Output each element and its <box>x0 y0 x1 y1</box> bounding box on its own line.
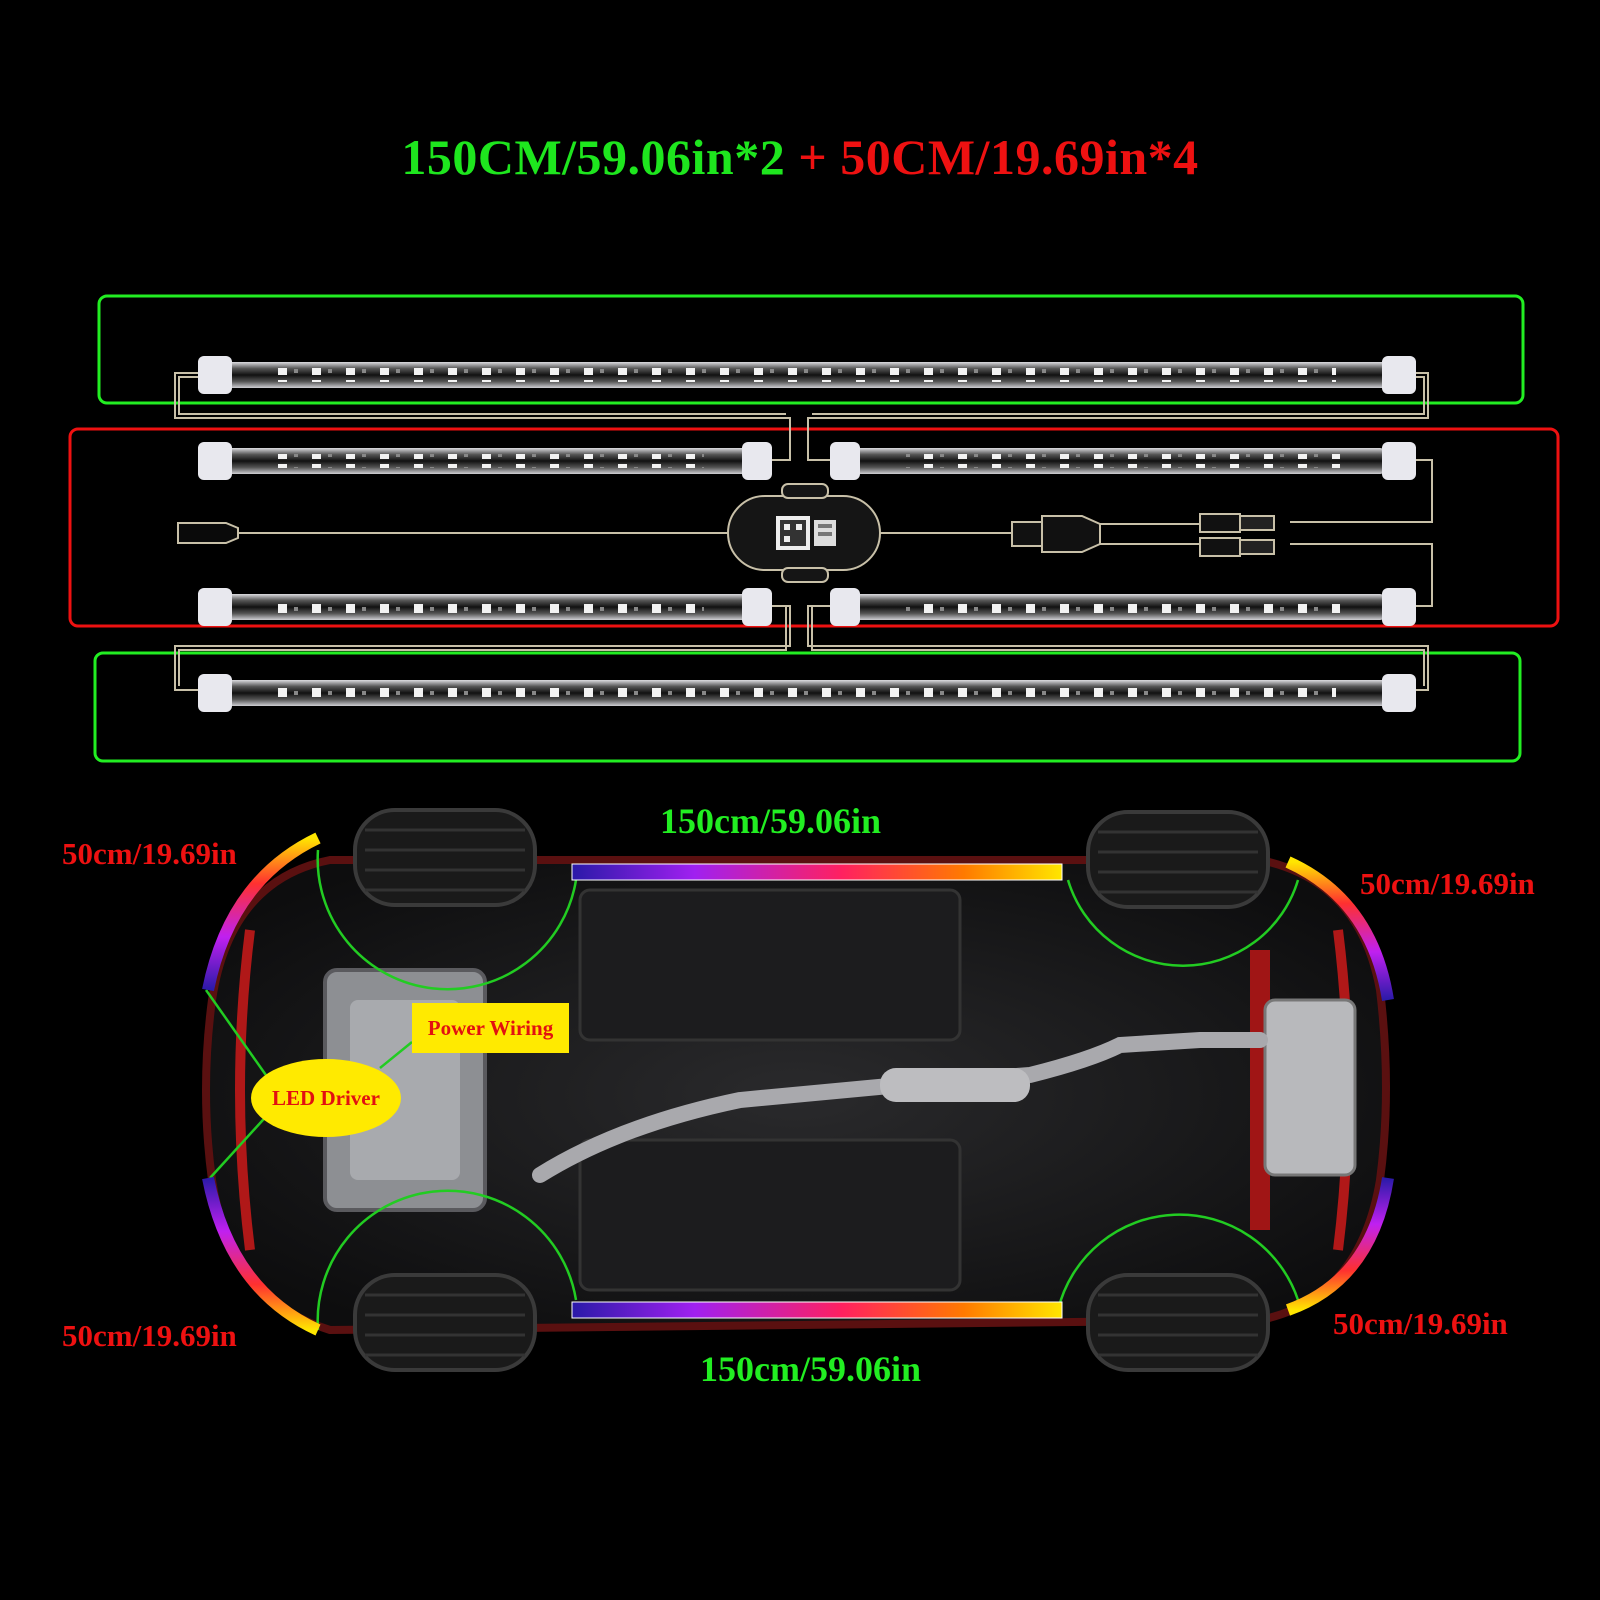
kit-length-headline: 150CM/59.06in*2 + 50CM/19.69in*4 <box>0 128 1600 186</box>
led-driver-callout: LED Driver <box>251 1059 401 1137</box>
controller-box <box>727 483 881 583</box>
wheel-rear-right <box>1086 1273 1270 1372</box>
short-strip-4 <box>830 588 1416 626</box>
long-strip-top <box>198 356 1416 394</box>
short-strip-frame <box>68 427 1560 628</box>
long-strip-bottom <box>198 674 1416 712</box>
short-strip-3 <box>198 588 772 626</box>
car-underbody <box>202 808 1390 1372</box>
wheel-front-left <box>353 808 537 907</box>
qr-code-icon <box>780 520 806 546</box>
long-strip-frame-bottom <box>93 651 1522 763</box>
short-strip-spec: 50CM/19.69in*4 <box>840 129 1199 185</box>
label-front-left-arch: 50cm/19.69in <box>62 836 237 871</box>
arch-strip-rear-right <box>1285 1177 1394 1316</box>
side-strip-bottom <box>571 1301 1063 1319</box>
power-plug-connector <box>177 522 239 544</box>
short-strip-1 <box>198 442 772 480</box>
wheel-front-right <box>1086 810 1270 909</box>
label-top-side-strip: 150cm/59.06in <box>660 801 881 841</box>
plus-sign: + <box>798 129 828 185</box>
wiring <box>174 372 1433 691</box>
arch-strip-rear-left <box>202 1176 321 1336</box>
short-strip-2 <box>830 442 1416 480</box>
label-rear-right-arch: 50cm/19.69in <box>1333 1306 1508 1341</box>
y-splitter-connector <box>1011 513 1275 557</box>
side-strip-top <box>571 863 1063 881</box>
label-rear-left-arch: 50cm/19.69in <box>62 1318 237 1353</box>
arch-strip-front-right <box>1285 856 1394 1001</box>
label-front-right-arch: 50cm/19.69in <box>1360 866 1535 901</box>
long-strip-frame-top <box>97 294 1525 405</box>
long-strip-spec: 150CM/59.06in*2 <box>401 129 786 185</box>
label-bottom-side-strip: 150cm/59.06in <box>700 1349 921 1389</box>
power-wiring-callout: Power Wiring <box>412 1003 569 1053</box>
wheel-rear-left <box>353 1273 537 1372</box>
arch-strip-front-left <box>202 832 321 992</box>
